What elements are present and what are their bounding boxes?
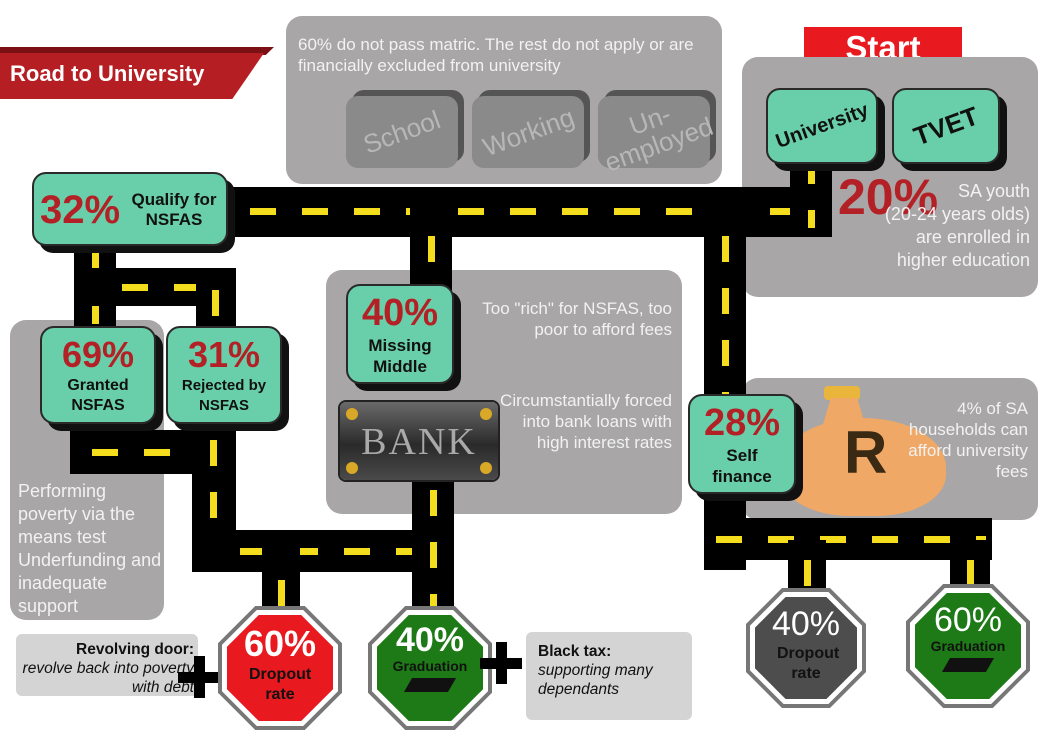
revolving-text: revolve back into poverty with debt <box>22 660 194 696</box>
self-finance-node: 28% Self finance <box>688 394 796 494</box>
university-label: University <box>772 98 872 153</box>
road-rejected-down-dashes <box>210 440 217 550</box>
rejected-label: Rejected by NSFAS <box>181 377 267 414</box>
road-to-grad-left-dashes <box>430 490 437 610</box>
road-self-finance-dashes <box>722 236 729 396</box>
dropout-right-sign-face: 40% Dropout rate <box>755 597 857 699</box>
road-bottom-left-dashes <box>240 548 420 555</box>
granted-label: Granted NSFAS <box>67 377 129 414</box>
university-node: University <box>766 88 878 164</box>
self-finance-pct: 28% <box>703 402 781 444</box>
road-granted-bottom-dashes <box>92 449 192 456</box>
road-missing-middle-dashes <box>428 236 435 292</box>
road-split-dashes <box>122 284 226 291</box>
option-unemployed: Un- employed <box>598 96 717 178</box>
grad-right-label: Graduation <box>930 638 1006 654</box>
bank-sign-icon: BANK <box>340 402 498 480</box>
nsfas-node: 32% Qualify for NSFAS <box>32 172 228 246</box>
money-bag-icon: R <box>774 386 950 516</box>
missing-middle-label: Missing Middle <box>368 336 432 376</box>
option-working: Working <box>472 96 584 168</box>
graduation-cap-icon <box>403 678 457 692</box>
option-school: School <box>346 96 458 168</box>
road-main-dashes <box>250 208 810 215</box>
rejected-pct: 31% <box>187 334 261 375</box>
option-unemployed-label: Un- employed <box>600 98 717 178</box>
dropout-left-label: Dropout rate <box>249 666 312 703</box>
note-rich: Too "rich" for NSFAS, too poor to afford… <box>482 299 672 339</box>
dropout-right-pct: 40% <box>771 605 841 643</box>
top-note: 60% do not pass matric. The rest do not … <box>298 35 694 75</box>
road-right-grad-dashes <box>967 560 974 592</box>
grad-left-label: Graduation <box>392 658 468 674</box>
note-left: Performing poverty via the means test Un… <box>18 481 162 616</box>
grad-left-pct: 40% <box>395 621 465 659</box>
option-working-label: Working <box>478 101 578 163</box>
missing-middle-node: 40% Missing Middle <box>346 284 454 384</box>
nsfas-pct: 32% <box>40 188 121 232</box>
tvet-label: TVET <box>909 100 983 151</box>
dropout-left-sign-face: 60% Dropout rate <box>227 615 333 721</box>
road-start-dashes <box>808 158 815 228</box>
grad-right-pct: 60% <box>933 601 1003 639</box>
road-right-horizontal-dashes <box>716 536 986 543</box>
dropout-right-label: Dropout rate <box>777 645 840 682</box>
option-school-label: School <box>359 104 445 160</box>
black-tax-text: supporting many dependants <box>538 662 653 698</box>
money-bag-symbol: R <box>844 419 888 486</box>
enrolled-pct: 20% <box>838 169 939 225</box>
dropout-left-pct: 60% <box>243 623 317 664</box>
granted-pct: 69% <box>61 334 135 375</box>
graduation-cap-icon <box>941 658 995 672</box>
grad-right-sign-face: 60% Graduation <box>915 593 1021 699</box>
note-bank: Circumstantially forced into bank loans … <box>500 391 672 452</box>
plus-icon-left-v <box>194 656 205 698</box>
nsfas-label: Qualify for NSFAS <box>131 190 217 229</box>
black-tax-box: Black tax: supporting many dependants <box>526 632 692 720</box>
revolving-title: Revolving door: <box>76 641 194 658</box>
note-households: 4% of SA households can afford universit… <box>908 399 1028 481</box>
title-banner: Road to University <box>0 47 274 99</box>
revolving-door-box: Revolving door: revolve back into povert… <box>16 634 198 696</box>
granted-node: 69% Granted NSFAS <box>40 326 156 424</box>
tvet-node: TVET <box>892 88 1000 164</box>
road-to-dropout-left-dashes <box>278 580 285 612</box>
missing-middle-pct: 40% <box>361 292 439 334</box>
enrolled-text: SA youth (20-24 years olds) are enrolled… <box>884 181 1030 270</box>
plus-icon-right-v <box>496 642 507 684</box>
page-title: Road to University <box>10 61 205 86</box>
self-finance-label: Self finance <box>712 446 772 486</box>
road-rejected-dashes <box>212 290 219 336</box>
road-right-dropout-dashes <box>804 560 811 592</box>
black-tax-title: Black tax: <box>538 643 612 660</box>
rejected-node: 31% Rejected by NSFAS <box>166 326 282 424</box>
grad-left-sign-face: 40% Graduation <box>377 615 483 721</box>
bank-sign-text: BANK <box>361 421 477 463</box>
